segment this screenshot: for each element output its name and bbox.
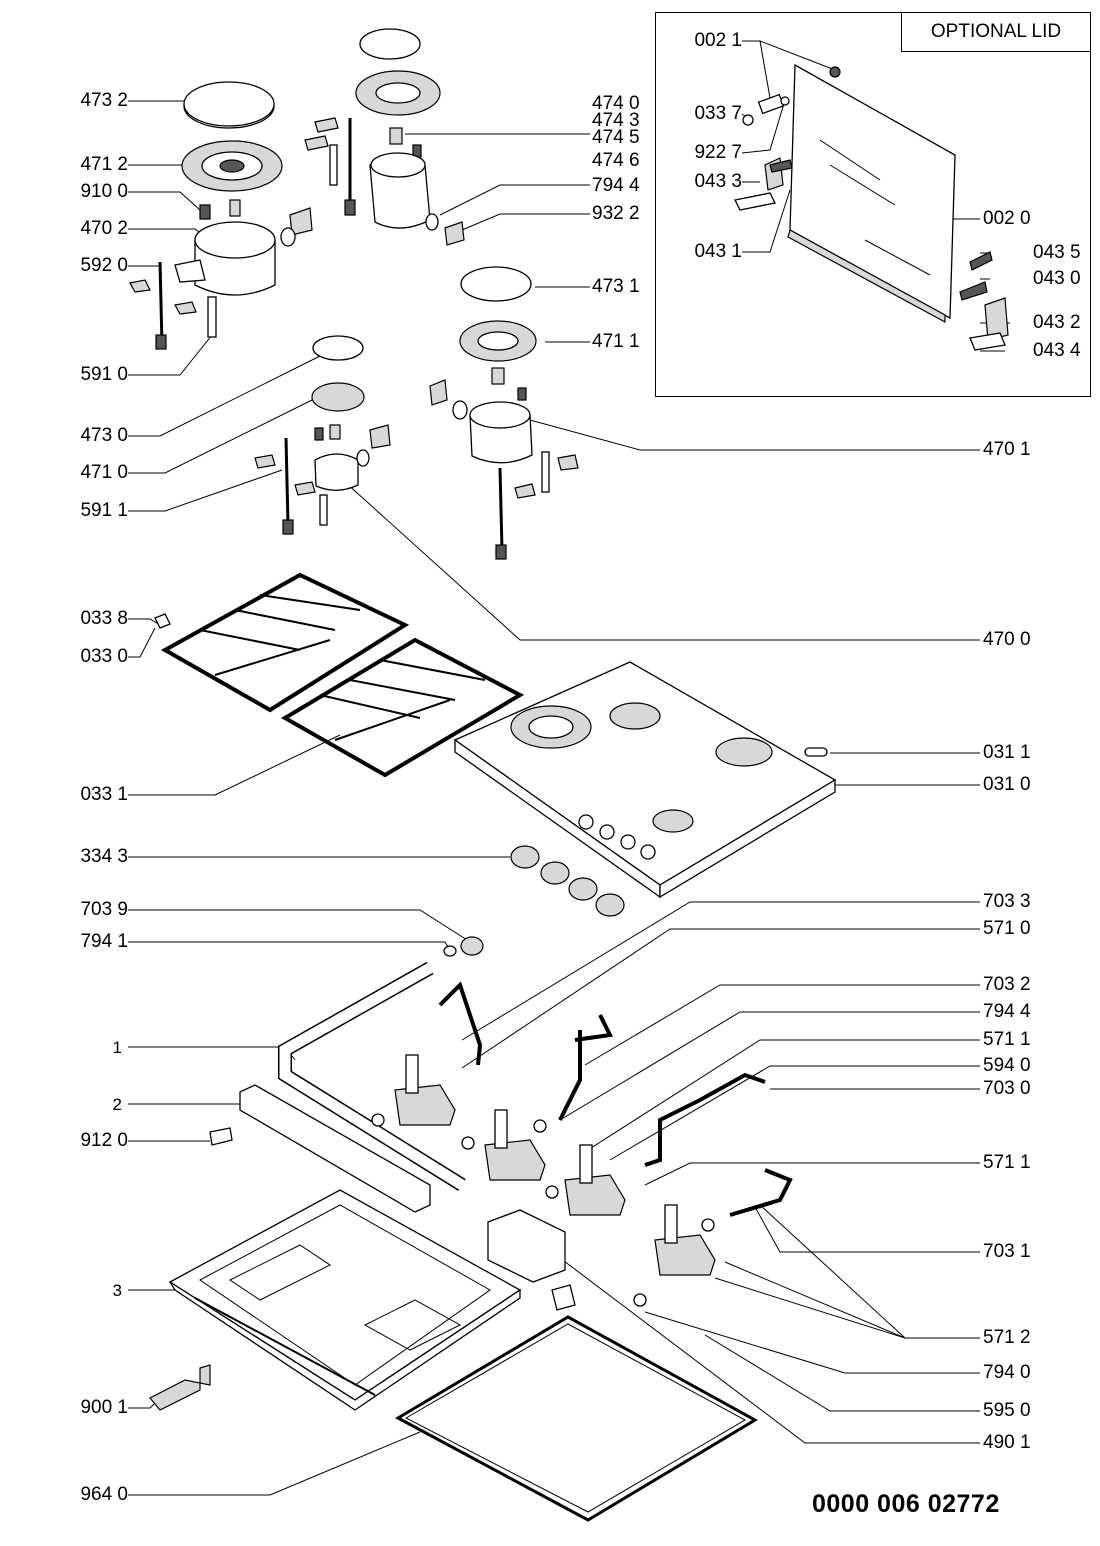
optional-lid-frame: OPTIONAL LID (655, 12, 1091, 397)
label-9640: 964 0 (80, 1484, 128, 1505)
label-0431: 043 1 (694, 241, 742, 262)
label-7033: 703 3 (983, 891, 1031, 912)
control-knobs (510, 845, 625, 917)
label-7031: 703 1 (983, 1241, 1031, 1262)
label-5712: 571 2 (983, 1327, 1031, 1348)
label-5920: 592 0 (80, 255, 128, 276)
pan-support-left (154, 572, 410, 713)
label-3343: 334 3 (80, 846, 128, 867)
label-4700: 470 0 (983, 629, 1031, 650)
label-0430: 043 0 (1033, 268, 1081, 289)
burner-assembly-1 (429, 266, 579, 560)
label-4743: 474 3 (592, 110, 640, 131)
label-7940: 794 0 (983, 1362, 1031, 1383)
fixing-clip (149, 1364, 211, 1411)
label-0021: 002 1 (694, 30, 742, 51)
label-4740: 474 0 (592, 93, 640, 114)
label-5711b: 571 1 (983, 1152, 1031, 1173)
drawing-number: 0000 006 02772 (812, 1490, 1000, 1518)
label-4712: 471 2 (80, 154, 128, 175)
label-4710: 471 0 (80, 462, 128, 483)
label-5950: 595 0 (983, 1400, 1031, 1421)
label-4746: 474 6 (592, 150, 640, 171)
label-0310: 031 0 (983, 774, 1031, 795)
hob-top (453, 661, 837, 899)
label-7032: 703 2 (983, 974, 1031, 995)
label-4702: 470 2 (80, 218, 128, 239)
label-2: 2 (112, 1095, 122, 1114)
label-9227: 922 7 (694, 142, 742, 163)
label-0435: 043 5 (1033, 242, 1081, 263)
label-7944a: 794 4 (592, 175, 640, 196)
label-5910: 591 0 (80, 364, 128, 385)
label-9322: 932 2 (592, 203, 640, 224)
label-4901: 490 1 (983, 1432, 1031, 1453)
burner-assembly-0 (254, 335, 391, 535)
label-0432: 043 2 (1033, 312, 1081, 333)
label-3: 3 (112, 1281, 122, 1300)
label-5711a: 571 1 (983, 1029, 1031, 1050)
label-9120: 912 0 (80, 1130, 128, 1151)
optional-lid-drawing (734, 63, 1009, 351)
pan-support-right (281, 637, 525, 778)
label-5710: 571 0 (983, 918, 1031, 939)
label-4701: 470 1 (983, 439, 1031, 460)
burner-assembly-2 (129, 81, 313, 350)
label-5940: 594 0 (983, 1055, 1031, 1076)
label-0434: 043 4 (1033, 340, 1081, 361)
label-4731: 473 1 (592, 276, 640, 297)
gas-valves (371, 1014, 793, 1307)
label-7039: 703 9 (80, 899, 128, 920)
label-9001: 900 1 (80, 1397, 128, 1418)
label-5911: 591 1 (80, 500, 128, 521)
label-0330: 033 0 (80, 646, 128, 667)
label-0331: 033 1 (80, 784, 128, 805)
gas-manifold (209, 936, 484, 1213)
ignition-module (487, 1209, 576, 1311)
label-0338: 033 8 (80, 608, 128, 629)
bottom-tray (168, 1189, 522, 1411)
label-0433: 043 3 (694, 171, 742, 192)
label-1: 1 (112, 1038, 122, 1057)
burner-assembly-3 (304, 28, 465, 246)
label-4730: 473 0 (80, 425, 128, 446)
label-0020: 002 0 (983, 208, 1031, 229)
leader-lines (128, 40, 1010, 1496)
label-4732: 473 2 (80, 90, 128, 111)
seal-gasket (394, 1315, 759, 1522)
label-0311: 031 1 (983, 742, 1031, 763)
optional-lid-title: OPTIONAL LID (901, 12, 1091, 52)
label-7030: 703 0 (983, 1078, 1031, 1099)
label-9100: 910 0 (80, 181, 128, 202)
label-7944b: 794 4 (983, 1001, 1031, 1022)
label-0337: 033 7 (694, 103, 742, 124)
label-4711: 471 1 (592, 331, 640, 352)
label-7941: 794 1 (80, 931, 128, 952)
label-4745: 474 5 (592, 127, 640, 148)
